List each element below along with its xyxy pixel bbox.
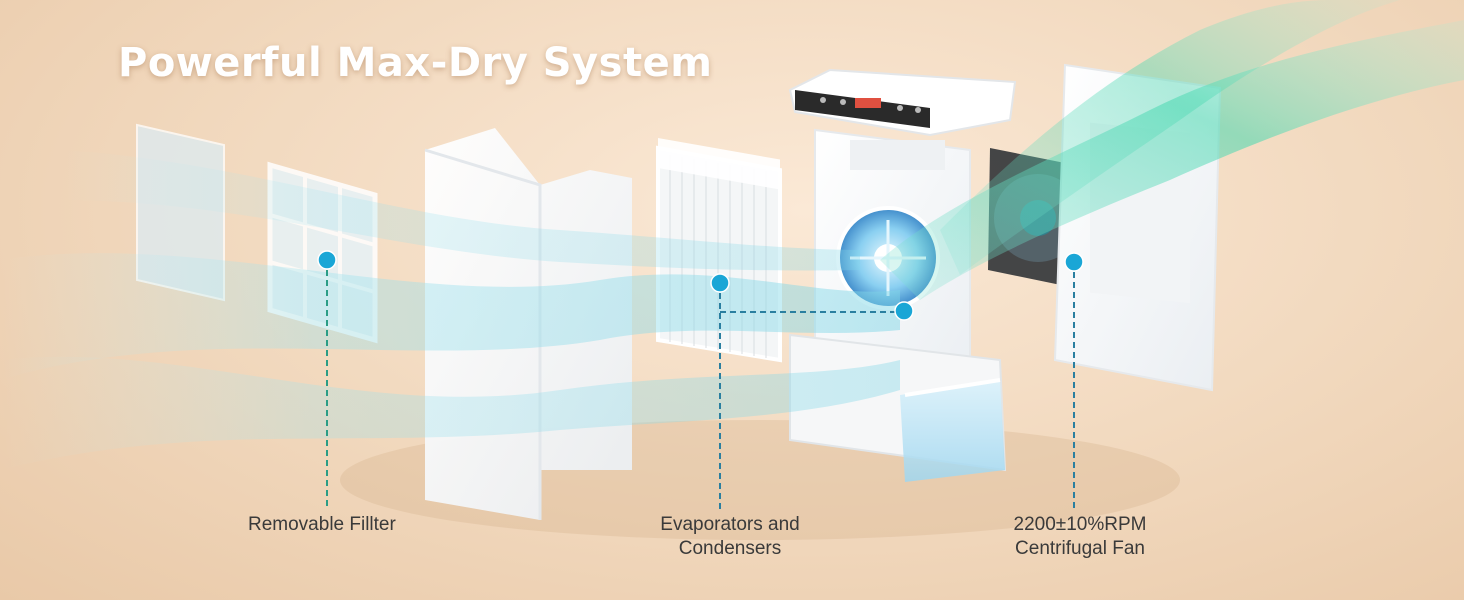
callout-line: Condensers <box>678 538 782 559</box>
water-tank <box>789 333 1007 482</box>
callout-line: Evaporators and <box>660 514 800 535</box>
callout-line: 2200±10%RPM <box>1013 514 1147 535</box>
control-panel-top <box>788 68 1017 137</box>
headline: Powerful Max-Dry System <box>118 40 713 86</box>
callout-line: Removable Fillter <box>248 514 396 535</box>
marker-evaporator-dot <box>710 273 730 293</box>
airflow-streams <box>0 0 1464 470</box>
callout-removable-filter: Removable Fillter <box>248 513 396 537</box>
callout-evaporators-condensers: Evaporators and Condensers <box>642 513 818 561</box>
marker-fan-dot <box>1064 252 1084 272</box>
leader-line-evaporator <box>719 283 903 510</box>
marker-filter-dot <box>317 250 337 270</box>
callout-line: Centrifugal Fan <box>1015 538 1145 559</box>
marker-condenser-dot <box>894 301 914 321</box>
callout-centrifugal-fan: 2200±10%RPM Centrifugal Fan <box>998 513 1162 561</box>
